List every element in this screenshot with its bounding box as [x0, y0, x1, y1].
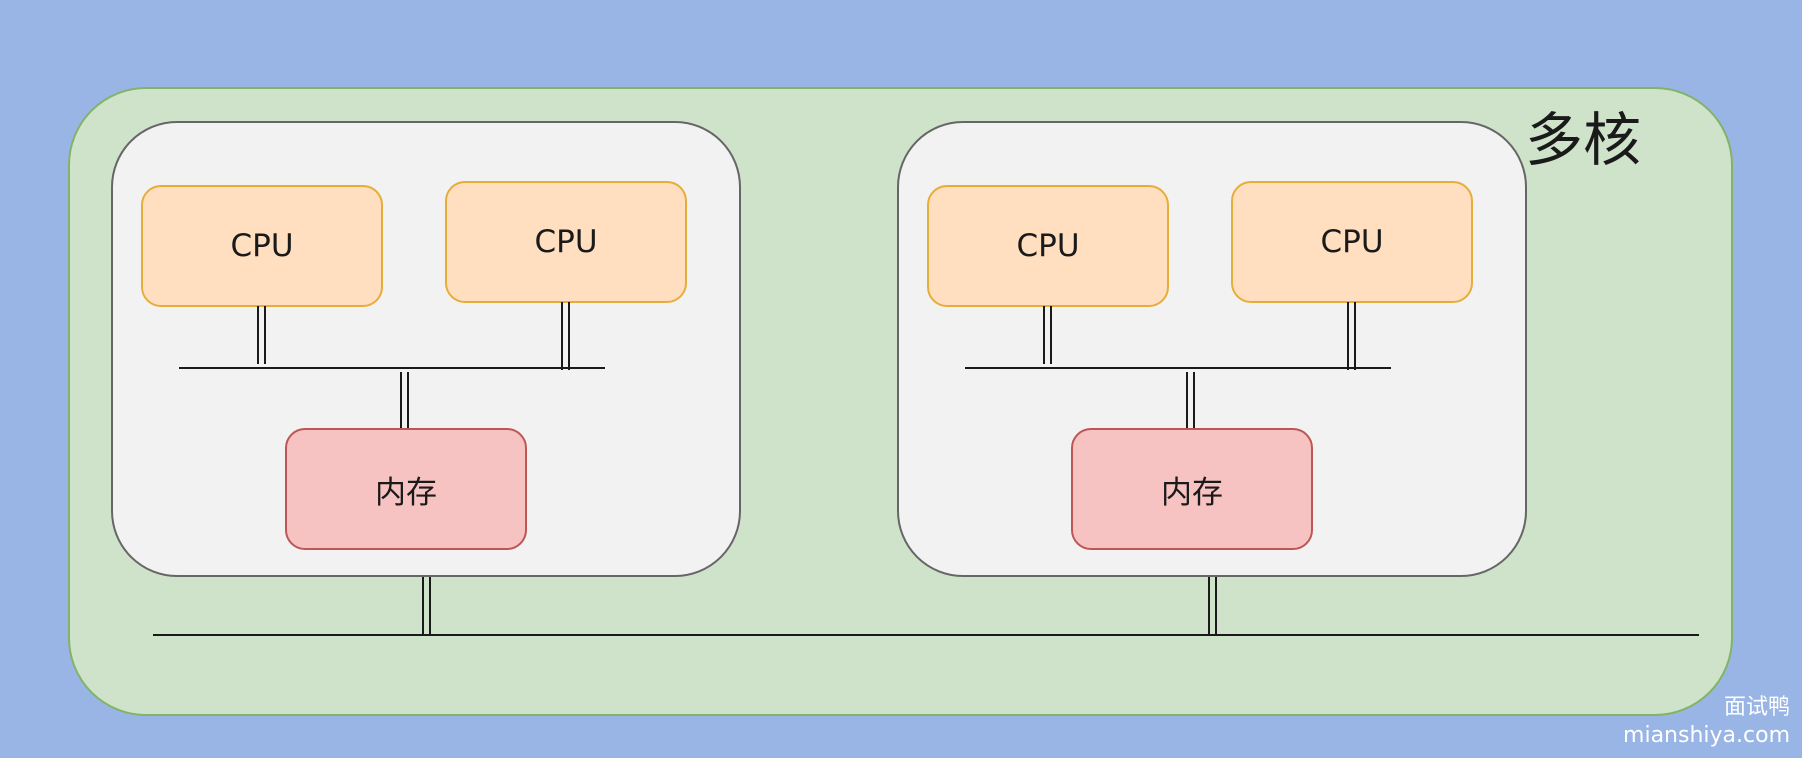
node-1-cpu-2: CPU	[445, 181, 687, 303]
node-1-memory-link	[400, 372, 409, 428]
node-1-cpu-1-link	[257, 306, 266, 364]
diagram-title: 多核	[1525, 106, 1642, 174]
node-1-local-bus	[179, 367, 605, 369]
node-2-cpu-2-link	[1347, 302, 1356, 370]
watermark-url: mianshiya.com	[1623, 723, 1790, 748]
node-2-local-bus	[965, 367, 1391, 369]
node-1-memory: 内存	[285, 428, 527, 550]
node-2-cpu-2: CPU	[1231, 181, 1473, 303]
node-2-system-bus-link	[1208, 577, 1217, 635]
node-1-system-bus-link	[422, 577, 431, 635]
system-bus	[153, 634, 1699, 636]
node-2-memory-link	[1186, 372, 1195, 428]
watermark-brand: 面试鸭	[1723, 695, 1790, 720]
node-2-cpu-1: CPU	[927, 185, 1169, 307]
node-2-memory: 内存	[1071, 428, 1313, 550]
node-1-cpu-1: CPU	[141, 185, 383, 307]
node-2-cpu-1-link	[1043, 306, 1052, 364]
node-1-cpu-2-link	[561, 302, 570, 370]
watermark: 面试鸭 mianshiya.com	[1623, 694, 1790, 750]
